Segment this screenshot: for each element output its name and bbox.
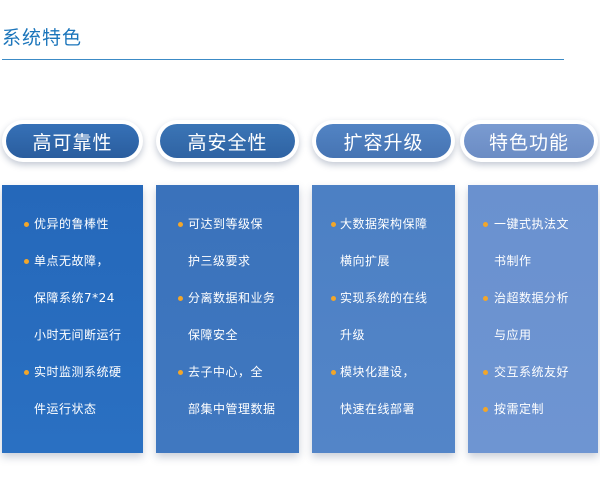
feature-text: 交互系统友好 (494, 365, 570, 379)
feature-text: 升级 (340, 328, 366, 342)
feature-list-item: 与应用 (468, 317, 598, 354)
feature-list-item: 升级 (312, 317, 455, 354)
bullet-dot-icon (331, 370, 336, 375)
bullet-dot-icon (24, 259, 29, 264)
feature-text: 小时无间断运行 (34, 328, 122, 342)
feature-list-item: 去子中心，全 (156, 354, 299, 391)
feature-text: 保障安全 (188, 328, 239, 342)
page-title: 系统特色 (2, 27, 83, 49)
feature-list: 大数据架构保障横向扩展实现系统的在线升级模块化建设， 快速在线部署 (312, 206, 455, 428)
feature-text: 横向扩展 (340, 254, 391, 268)
feature-text: 单点无故障， (34, 254, 110, 268)
column-header-pill: 扩容升级 (312, 120, 455, 162)
title-divider (2, 59, 564, 60)
column-header: 高安全性 (160, 124, 295, 158)
feature-list-item: 可达到等级保 (156, 206, 299, 243)
feature-text: 去子中心，全 (188, 365, 264, 379)
feature-text: 优异的鲁棒性 (34, 217, 110, 231)
bullet-dot-icon (483, 296, 488, 301)
feature-list-item: 实时监测系统硬 (2, 354, 143, 391)
feature-text: 大数据架构保障 (340, 217, 428, 231)
feature-box: 优异的鲁棒性单点无故障， 保障系统7*24 小时无间断运行实时监测系统硬件运行状态 (2, 185, 143, 453)
column-header-pill: 特色功能 (460, 120, 598, 162)
feature-list-item: 治超数据分析 (468, 280, 598, 317)
column-header: 高可靠性 (6, 124, 139, 158)
column-header: 扩容升级 (316, 124, 451, 158)
feature-list: 可达到等级保护三级要求分离数据和业务保障安全去子中心，全部集中管理数据 (156, 206, 299, 428)
bullet-dot-icon (331, 222, 336, 227)
feature-list-item: 部集中管理数据 (156, 391, 299, 428)
feature-text: 可达到等级保 (188, 217, 264, 231)
bullet-dot-icon (178, 222, 183, 227)
feature-list-item: 模块化建设， (312, 354, 455, 391)
bullet-dot-icon (178, 370, 183, 375)
feature-list-item: 保障安全 (156, 317, 299, 354)
feature-text: 护三级要求 (188, 254, 251, 268)
feature-list-item: 按需定制 (468, 391, 598, 428)
column-header-pill: 高安全性 (156, 120, 299, 162)
feature-text: 部集中管理数据 (188, 402, 276, 416)
feature-list-item: 横向扩展 (312, 243, 455, 280)
feature-list-item: 实现系统的在线 (312, 280, 455, 317)
feature-text: 一键式执法文 (494, 217, 570, 231)
feature-list-item: 保障系统7*24 (2, 280, 143, 317)
feature-box: 大数据架构保障横向扩展实现系统的在线升级模块化建设， 快速在线部署 (312, 185, 455, 453)
feature-box: 一键式执法文书制作治超数据分析与应用交互系统友好按需定制 (468, 185, 598, 453)
feature-text: 与应用 (494, 328, 532, 342)
feature-column-special: 特色功能 一键式执法文书制作治超数据分析与应用交互系统友好按需定制 (460, 0, 598, 500)
feature-text: 快速在线部署 (340, 402, 416, 416)
feature-box: 可达到等级保护三级要求分离数据和业务保障安全去子中心，全部集中管理数据 (156, 185, 299, 453)
feature-column-security: 高安全性 可达到等级保护三级要求分离数据和业务保障安全去子中心，全部集中管理数据 (156, 0, 299, 500)
feature-text: 模块化建设， (340, 365, 416, 379)
feature-list-item: 大数据架构保障 (312, 206, 455, 243)
bullet-dot-icon (483, 407, 488, 412)
feature-list-item: 优异的鲁棒性 (2, 206, 143, 243)
bullet-dot-icon (483, 222, 488, 227)
feature-text: 实时监测系统硬 (34, 365, 122, 379)
feature-list-item: 护三级要求 (156, 243, 299, 280)
feature-list-item: 件运行状态 (2, 391, 143, 428)
feature-list-item: 一键式执法文 (468, 206, 598, 243)
column-header: 特色功能 (464, 124, 594, 158)
bullet-dot-icon (331, 296, 336, 301)
feature-list-item: 小时无间断运行 (2, 317, 143, 354)
feature-text: 书制作 (494, 254, 532, 268)
feature-list: 一键式执法文书制作治超数据分析与应用交互系统友好按需定制 (468, 206, 598, 428)
feature-list-item: 单点无故障， (2, 243, 143, 280)
feature-list: 优异的鲁棒性单点无故障， 保障系统7*24 小时无间断运行实时监测系统硬件运行状态 (2, 206, 143, 428)
bullet-dot-icon (24, 370, 29, 375)
feature-list-item: 交互系统友好 (468, 354, 598, 391)
feature-list-item: 分离数据和业务 (156, 280, 299, 317)
feature-text: 实现系统的在线 (340, 291, 428, 305)
feature-text: 治超数据分析 (494, 291, 570, 305)
feature-column-scaling: 扩容升级 大数据架构保障横向扩展实现系统的在线升级模块化建设， 快速在线部署 (312, 0, 455, 500)
bullet-dot-icon (178, 296, 183, 301)
feature-text: 件运行状态 (34, 402, 97, 416)
column-header-pill: 高可靠性 (2, 120, 143, 162)
feature-list-item: 书制作 (468, 243, 598, 280)
bullet-dot-icon (483, 370, 488, 375)
feature-text: 按需定制 (494, 402, 545, 416)
feature-text: 保障系统7*24 (34, 291, 115, 305)
feature-column-reliability: 高可靠性 优异的鲁棒性单点无故障， 保障系统7*24 小时无间断运行实时监测系统硬件… (2, 0, 143, 500)
feature-list-item: 快速在线部署 (312, 391, 455, 428)
bullet-dot-icon (24, 222, 29, 227)
feature-text: 分离数据和业务 (188, 291, 276, 305)
